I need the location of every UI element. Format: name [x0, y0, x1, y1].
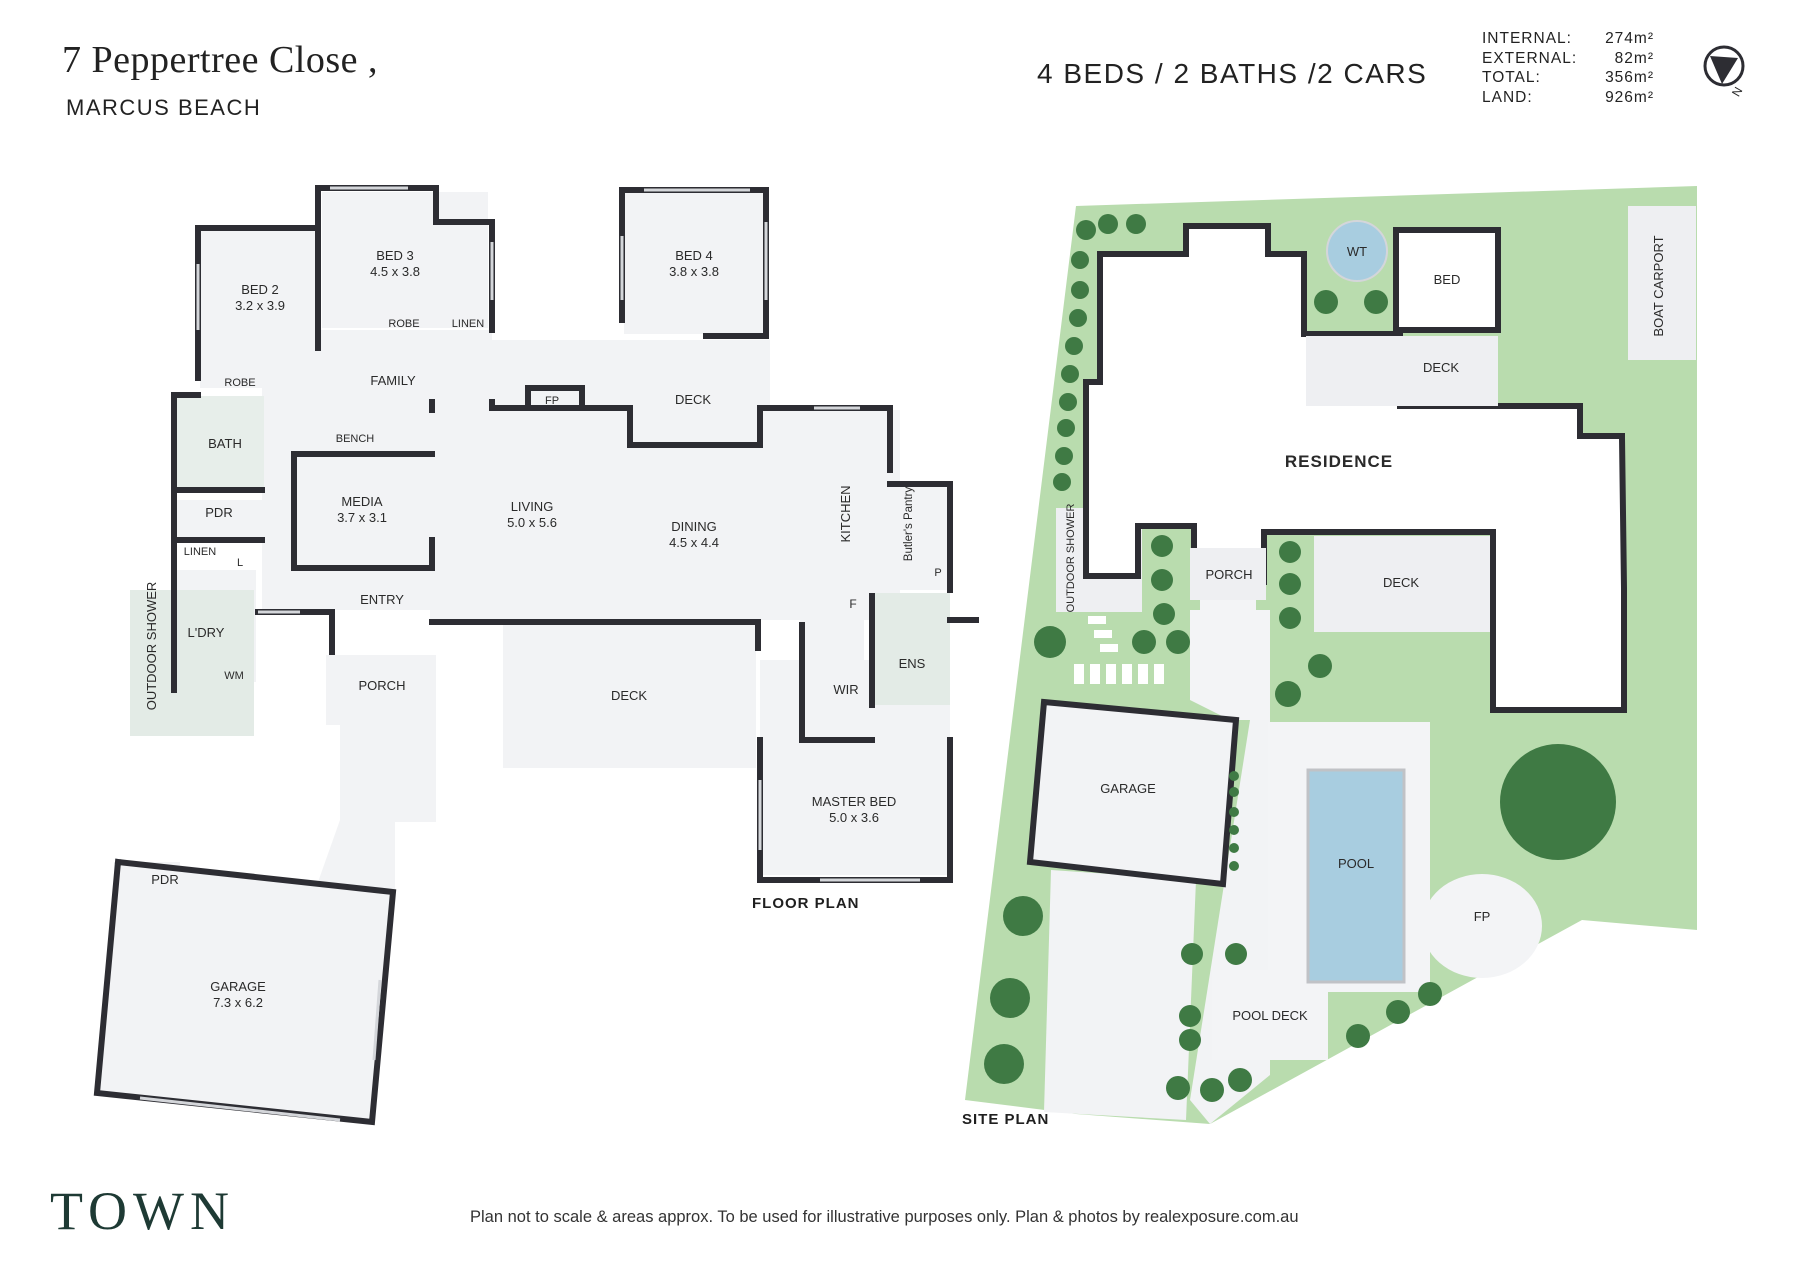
room-garage-size: 7.3 x 6.2 — [213, 995, 263, 1010]
floor-plan-caption: FLOOR PLAN — [752, 895, 860, 912]
site-fireplace: FP — [1474, 909, 1491, 924]
property-suburb: MARCUS BEACH — [66, 95, 262, 120]
area-row-land: LAND: 926m² — [1482, 88, 1654, 108]
residence-outline — [1083, 223, 1627, 713]
site-deck-lower: DECK — [1383, 575, 1419, 590]
room-kitchen: KITCHEN — [838, 485, 853, 542]
room-bed2-size: 3.2 x 3.9 — [235, 298, 285, 313]
site-pool: POOL — [1338, 856, 1374, 871]
room-living-size: 5.0 x 5.6 — [507, 515, 557, 530]
room-pdr: PDR — [205, 505, 232, 520]
site-deck-upper: DECK — [1423, 360, 1459, 375]
brand-logo: TOWN — [50, 1181, 235, 1241]
room-pantry: P — [934, 567, 941, 579]
room-pdr-garage: PDR — [151, 872, 178, 887]
room-wir: WIR — [833, 682, 858, 697]
room-master-bed-size: 5.0 x 3.6 — [829, 810, 879, 825]
room-garage: GARAGE — [210, 979, 266, 994]
room-bed4-size: 3.8 x 3.8 — [669, 264, 719, 279]
area-value: 926m² — [1605, 88, 1654, 106]
room-media: MEDIA — [341, 494, 383, 509]
room-ensuite: ENS — [899, 656, 926, 671]
room-robe-bed2: ROBE — [224, 377, 255, 389]
area-label: TOTAL: — [1482, 69, 1541, 86]
area-summary: INTERNAL: 274m² EXTERNAL: 82m² TOTAL: 356m²… — [1482, 29, 1654, 107]
area-value: 82m² — [1614, 49, 1654, 67]
area-label: INTERNAL: — [1482, 30, 1572, 47]
room-bath: BATH — [208, 436, 242, 451]
room-dining: DINING — [671, 519, 717, 534]
room-linen-lower: LINEN — [184, 546, 216, 558]
disclaimer-text: Plan not to scale & areas approx. To be … — [470, 1208, 1299, 1226]
room-bench: BENCH — [336, 433, 375, 445]
room-deck-lower: DECK — [611, 688, 647, 703]
site-plan-caption: SITE PLAN — [962, 1111, 1049, 1128]
room-porch: PORCH — [359, 678, 406, 693]
site-porch: PORCH — [1206, 567, 1253, 582]
room-robe-bed3: ROBE — [388, 318, 419, 330]
room-wm: WM — [224, 670, 244, 682]
site-plan: WT BED DECK RESIDENCE BOAT CARPORT OUTDO… — [962, 186, 1697, 1128]
site-garage: GARAGE — [1100, 781, 1156, 796]
room-deck-upper: DECK — [675, 392, 711, 407]
property-spec: 4 BEDS / 2 BATHS /2 CARS — [1037, 58, 1428, 89]
site-pool-deck: POOL DECK — [1232, 1008, 1308, 1023]
room-linen-upper: LINEN — [452, 318, 484, 330]
area-value: 274m² — [1605, 30, 1654, 47]
room-master-bed: MASTER BED — [812, 794, 897, 809]
room-fridge: F — [849, 597, 856, 611]
area-label: EXTERNAL: — [1482, 49, 1578, 67]
area-row-external: EXTERNAL: 82m² — [1482, 49, 1654, 69]
site-outdoor-shower: OUTDOOR SHOWER — [1065, 504, 1077, 613]
room-butlers-pantry: Butler's Pantry — [903, 487, 915, 562]
room-living: LIVING — [511, 499, 554, 514]
room-bed2: BED 2 — [241, 282, 279, 297]
room-entry: ENTRY — [360, 592, 404, 607]
room-media-size: 3.7 x 3.1 — [337, 510, 387, 525]
room-laundry: L'DRY — [188, 625, 225, 640]
property-address: 7 Peppertree Close , — [62, 39, 379, 81]
area-value: 356m² — [1605, 69, 1654, 86]
site-bed: BED — [1434, 272, 1461, 287]
compass-label: N — [1729, 84, 1745, 99]
compass-icon: N — [1703, 45, 1745, 99]
area-row-total: TOTAL: 356m² — [1482, 68, 1654, 88]
floor-plan: BED 2 3.2 x 3.9 BED 3 4.5 x 3.8 BED 4 3.… — [93, 185, 979, 1126]
room-dining-size: 4.5 x 4.4 — [669, 535, 719, 550]
site-residence: RESIDENCE — [1285, 452, 1393, 471]
site-boat-carport: BOAT CARPORT — [1651, 235, 1666, 336]
room-bed4: BED 4 — [675, 248, 713, 263]
room-fireplace: FP — [545, 395, 559, 407]
area-label: LAND: — [1482, 88, 1533, 106]
site-water-tank: WT — [1347, 244, 1367, 259]
room-outdoor-shower: OUTDOOR SHOWER — [144, 582, 159, 711]
area-row-internal: INTERNAL: 274m² — [1482, 29, 1654, 49]
room-bed3-size: 4.5 x 3.8 — [370, 264, 420, 279]
room-bed3: BED 3 — [376, 248, 414, 263]
room-family: FAMILY — [370, 373, 416, 388]
room-l: L — [237, 557, 243, 569]
